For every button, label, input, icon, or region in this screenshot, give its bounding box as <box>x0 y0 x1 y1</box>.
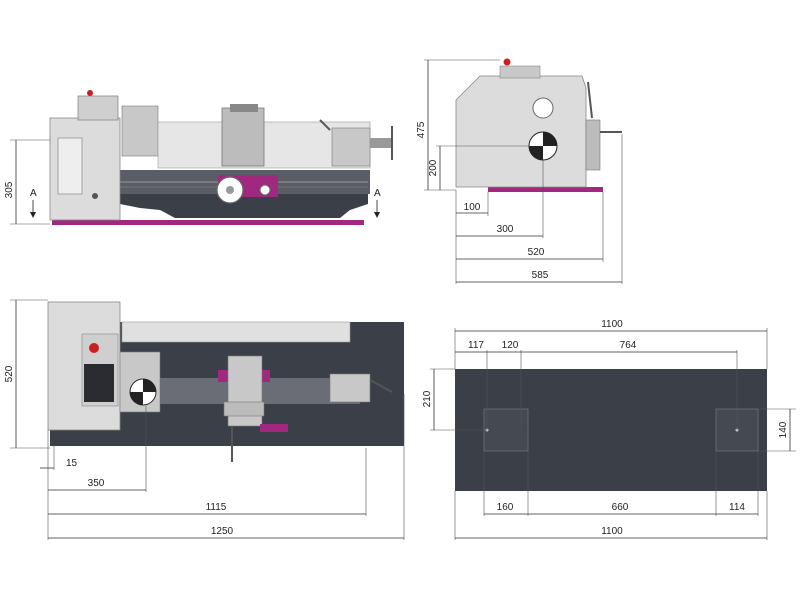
side-lever <box>587 81 593 119</box>
dim-200-label: 200 <box>428 159 439 176</box>
dim-210-label: 210 <box>422 390 433 407</box>
dim-475-label: 475 <box>416 121 427 138</box>
top-handwheel-icon <box>260 424 288 432</box>
top-spindle-quadrant-2 <box>130 392 143 405</box>
side-carriage <box>585 119 601 171</box>
dim-top-520-label: 520 <box>4 365 15 382</box>
top-motor-cover <box>84 364 114 402</box>
side-base-plate <box>488 187 603 192</box>
dim-300-label: 300 <box>497 224 514 235</box>
front-control-box <box>77 95 119 121</box>
dim-plan-1100-top-label: 1100 <box>601 319 623 330</box>
section-a-right-arrowhead <box>374 212 380 218</box>
dim-585-label: 585 <box>532 270 549 281</box>
dim-520-label: 520 <box>528 247 545 258</box>
top-cross-slide <box>223 401 265 417</box>
dim-15-label: 15 <box>66 458 78 469</box>
front-switch-icon <box>92 193 98 199</box>
dim-117-label: 117 <box>468 340 484 351</box>
dim-764-label: 764 <box>620 340 637 351</box>
dim-160-label: 160 <box>497 502 514 513</box>
side-control-box <box>499 65 541 79</box>
top-tailstock-handwheel-icon <box>369 379 393 393</box>
dim-1115-label: 1115 <box>206 502 227 513</box>
emergency-stop-icon <box>87 90 93 96</box>
section-a-right-label: A <box>374 188 381 199</box>
dim-660-label: 660 <box>612 502 629 513</box>
top-emergency-stop-icon <box>89 343 99 353</box>
cross-slide-knob-icon <box>259 184 271 196</box>
top-bed-cover <box>121 321 351 343</box>
front-chuck-guard <box>121 105 159 157</box>
base-plan: 1100 117 120 764 210 140 160 660 114 110… <box>422 319 796 540</box>
dim-plan-1100-bottom-label: 1100 <box>601 526 623 537</box>
dim-305-label: 305 <box>4 181 15 198</box>
front-speed-chart <box>57 137 83 195</box>
side-view: 475 200 100 300 520 585 <box>416 58 623 284</box>
side-emergency-stop-icon <box>503 58 511 66</box>
section-a-left-label: A <box>30 188 37 199</box>
dim-114-label: 114 <box>729 502 745 513</box>
spindle-axis-quadrant-1 <box>543 132 557 146</box>
top-spindle-quadrant-1 <box>143 379 156 392</box>
spindle-axis-quadrant-2 <box>529 146 543 160</box>
front-tailstock-quill <box>370 138 392 148</box>
dim-350-label: 350 <box>88 478 105 489</box>
front-toolpost <box>230 104 258 112</box>
side-headstock-body <box>455 75 587 188</box>
mount-pad-left <box>483 408 529 452</box>
dim-100-label: 100 <box>464 202 481 213</box>
front-tailstock <box>331 127 371 167</box>
section-a-left-arrowhead <box>30 212 36 218</box>
front-base-plate <box>52 220 364 225</box>
front-lever <box>319 119 331 131</box>
top-tailstock <box>329 373 371 403</box>
front-carriage <box>221 107 265 167</box>
dim-120-label: 120 <box>502 340 519 351</box>
front-view: 305 A A <box>4 90 393 225</box>
side-gear-cover-icon <box>532 97 554 119</box>
top-view: 520 15 350 1115 1250 <box>4 299 405 540</box>
dim-140-label: 140 <box>778 421 789 438</box>
handwheel-hub-icon <box>226 186 234 194</box>
dim-1250-label: 1250 <box>211 526 234 537</box>
front-bed-base <box>120 190 368 218</box>
